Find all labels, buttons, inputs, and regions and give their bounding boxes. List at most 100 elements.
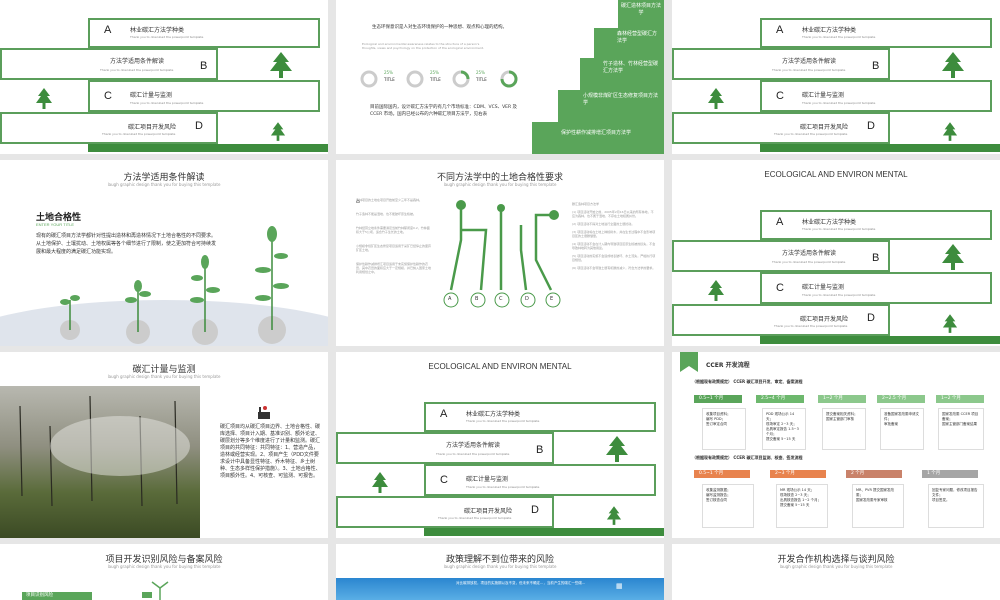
toc-label: 方法学适用条件解读 bbox=[110, 58, 165, 65]
slide-title: 政策理解不到位带来的风险 bbox=[445, 555, 554, 565]
step-box-3[interactable]: 竹子造林、竹林经营型碳汇方法学 bbox=[580, 58, 664, 90]
node-letter: A bbox=[448, 296, 452, 302]
row2-step[interactable]: 0.5~1 个月 bbox=[694, 470, 750, 478]
step-box-1[interactable]: 碳汇造林项目方法学 bbox=[618, 0, 664, 28]
toc-label: 林业碳汇方法学种类 bbox=[802, 219, 857, 226]
toc-desc: Thank you to download the powerpoint tem… bbox=[802, 35, 876, 39]
toc-row-c[interactable] bbox=[88, 80, 320, 112]
step-box-5[interactable]: 保护性耕作减排增汇项目方法学 bbox=[532, 122, 664, 154]
donut-chart bbox=[452, 70, 470, 88]
toc-row-b[interactable] bbox=[672, 48, 890, 80]
tree-icon bbox=[36, 88, 52, 109]
row2-step[interactable]: 1 个月 bbox=[922, 470, 978, 478]
tree-icon bbox=[270, 122, 286, 141]
right-text: (5) 项目活动的实施不会造成地表破坏、水土流失，严格执行项目规划。 bbox=[572, 254, 656, 262]
section-heading: 土地合格性 bbox=[36, 213, 82, 223]
toc-letter: B bbox=[200, 60, 208, 72]
wind-turbine-icon bbox=[142, 581, 169, 600]
right-text: (4) 项目活动不会在计入期内导致项目区原生植被的损失，不会导致林地转为其他用途… bbox=[572, 242, 656, 250]
slide-toc-1[interactable]: A 林业碳汇方法学种类 Thank you to download the po… bbox=[0, 0, 328, 154]
slide-title: CCER 开发流程 bbox=[706, 362, 750, 369]
toc-row-a[interactable] bbox=[88, 18, 320, 48]
toc-letter: B bbox=[872, 252, 880, 264]
slide-toc-3[interactable]: ECOLOGICAL AND ENVIRON MENTAL A 林业碳汇方法学种… bbox=[672, 160, 1000, 346]
step-box-2[interactable]: 森林经营型碳汇方法学 bbox=[594, 28, 664, 58]
section-body: 现有的碳汇项目方法学都针对性提出造林和再造林情况下土地合格性的不同要求。从土地保… bbox=[36, 233, 217, 255]
toc-row-a[interactable] bbox=[424, 402, 656, 432]
toc-row-c[interactable] bbox=[424, 464, 656, 496]
toc-letter: C bbox=[104, 90, 112, 102]
plant-tall-icon bbox=[255, 226, 289, 344]
right-text: (1) 项目活动开始之前，2005年2月16日以来的所有林地，不应为森林，也不属… bbox=[572, 210, 654, 218]
slide-toc-2[interactable]: A 林业碳汇方法学种类 Thank you to download the po… bbox=[672, 0, 1000, 154]
row1-step[interactable]: 1~2 个月 bbox=[936, 395, 984, 403]
row1-heading: （根据现有政策规定） CCER 碳汇项目开发、审定、备案流程 bbox=[692, 379, 803, 384]
toc-row-d[interactable] bbox=[672, 304, 890, 336]
banner-text: 对比碳排放权，项目的实施期以及不变，但未来不确定...，当前产生的碳汇一些碳..… bbox=[456, 581, 586, 585]
row1-step[interactable]: 0.5~1 个月 bbox=[694, 395, 742, 403]
row1-detail: PDD 现场公示 14 天；现场审定 2~3 天；出具审定报告 1.5~3 个月… bbox=[762, 408, 806, 450]
row2-step[interactable]: 2~3 个月 bbox=[770, 470, 826, 478]
donut-chart bbox=[500, 70, 518, 88]
row1-step[interactable]: 2.5~4 个月 bbox=[756, 395, 804, 403]
slide-carbon-measurement[interactable]: 碳汇计量与监测 laugh graphic design thank you f… bbox=[0, 352, 328, 538]
slide-toc-4[interactable]: ECOLOGICAL AND ENVIRON MENTAL A 林业碳汇方法学种… bbox=[336, 352, 664, 538]
right-text: (3) 项目活动将在土地上种植树木，并在生长过程中不会影响项目区的土壤碳储量。 bbox=[572, 230, 656, 238]
sprout-icon bbox=[125, 280, 151, 344]
toc-letter: B bbox=[872, 60, 880, 72]
toc-letter: A bbox=[776, 216, 784, 228]
toc-row-b[interactable] bbox=[336, 432, 554, 464]
toc-row-d[interactable] bbox=[0, 112, 218, 144]
slide-methodology[interactable]: 生态环保意识是人对生态环境保护的一种思想、观点和心理的结构。 Ecologica… bbox=[336, 0, 664, 154]
toc-row-d[interactable] bbox=[336, 496, 554, 528]
toc-desc: Thank you to download the powerpoint tem… bbox=[130, 35, 204, 39]
slide-policy-risk[interactable]: 政策理解不到位带来的风险 laugh graphic design thank … bbox=[336, 544, 664, 600]
slide-identification-risk[interactable]: 项目开发识别风险与备案风险 laugh graphic design thank… bbox=[0, 544, 328, 600]
slide-land-requirements[interactable]: 不同方法学中的土地合格性要求 laugh graphic design than… bbox=[336, 160, 664, 346]
tree-icon bbox=[708, 88, 724, 109]
toc-row-c[interactable] bbox=[760, 80, 992, 112]
right-title: 碳汇造林项目方法学 bbox=[572, 202, 600, 206]
toc-desc: Thank you to download the powerpoint tem… bbox=[774, 324, 848, 328]
toc-row-c[interactable] bbox=[760, 272, 992, 304]
slide-subtitle: laugh graphic design thank you for buyin… bbox=[107, 564, 221, 569]
intro-text: 生态环保意识是人对生态环境保护的一种思想、观点和心理的结构。 bbox=[372, 25, 507, 30]
slide-land-eligibility[interactable]: 方法学适用条件解读 laugh graphic design thank you… bbox=[0, 160, 328, 346]
right-text: (2) 项目活动不得对土地进行全面的土壤扰动。 bbox=[572, 222, 635, 226]
toc-row-b[interactable] bbox=[0, 48, 218, 80]
row2-detail: MR、PVR 提交国家发改委；国家发改委专家审核 bbox=[852, 484, 904, 528]
step-box-4[interactable]: 小规模非煤矿区生态修复项目方法学 bbox=[558, 90, 664, 122]
row1-step[interactable]: 2~2.5 个月 bbox=[877, 395, 925, 403]
toc-desc: Thank you to download the powerpoint tem… bbox=[802, 101, 876, 105]
toc-base-bar bbox=[760, 336, 1000, 344]
row2-step[interactable]: 2 个月 bbox=[846, 470, 902, 478]
donut-label: TITLE bbox=[384, 77, 395, 82]
node-letter: D bbox=[525, 296, 529, 302]
toc-letter: C bbox=[776, 282, 784, 294]
toc-letter: D bbox=[531, 504, 539, 516]
slide-partner-risk[interactable]: 开发合作机构选择与谈判风险 laugh graphic design thank… bbox=[672, 544, 1000, 600]
toc-desc: Thank you to download the powerpoint tem… bbox=[772, 260, 846, 264]
slide-title: ECOLOGICAL AND ENVIRON MENTAL bbox=[764, 170, 908, 179]
toc-label: 碳汇计量与监测 bbox=[466, 476, 509, 483]
toc-desc: Thank you to download the powerpoint tem… bbox=[772, 68, 846, 72]
donut-label: TITLE bbox=[476, 77, 487, 82]
slide-ccer-process[interactable]: CCER 开发流程 （根据现有政策规定） CCER 碳汇项目开发、审定、备案流程… bbox=[672, 352, 1000, 538]
row1-step[interactable]: 1~2 个月 bbox=[818, 395, 866, 403]
toc-desc: Thank you to download the powerpoint tem… bbox=[438, 516, 512, 520]
slide-title: 方法学适用条件解读 bbox=[123, 173, 205, 183]
tree-icon bbox=[606, 436, 628, 462]
slide-title: 项目开发识别风险与备案风险 bbox=[105, 555, 223, 565]
row1-detail: 收集项目资料；编写 PDD；签订审定合同 bbox=[702, 408, 746, 450]
toc-label: 林业碳汇方法学种类 bbox=[466, 411, 521, 418]
tree-icon bbox=[942, 244, 964, 270]
toc-row-b[interactable] bbox=[672, 240, 890, 272]
measurement-body: 碳汇项目均从碳汇项目边界、土地合格性、碳库选择、项目计入期、基准识别、额外论证、… bbox=[220, 424, 321, 479]
tree-icon bbox=[270, 52, 292, 78]
section-heading-en: ENTER YOUR TITLE bbox=[36, 222, 75, 227]
toc-row-a[interactable] bbox=[760, 18, 992, 48]
toc-row-a[interactable] bbox=[760, 210, 992, 240]
toc-label: 方法学适用条件解读 bbox=[782, 58, 837, 65]
market-text: 目前国际国内，设计碳汇方法学的有几个市场标准：CDM、VCS、VER 及 CCE… bbox=[370, 105, 518, 117]
toc-row-d[interactable] bbox=[672, 112, 890, 144]
